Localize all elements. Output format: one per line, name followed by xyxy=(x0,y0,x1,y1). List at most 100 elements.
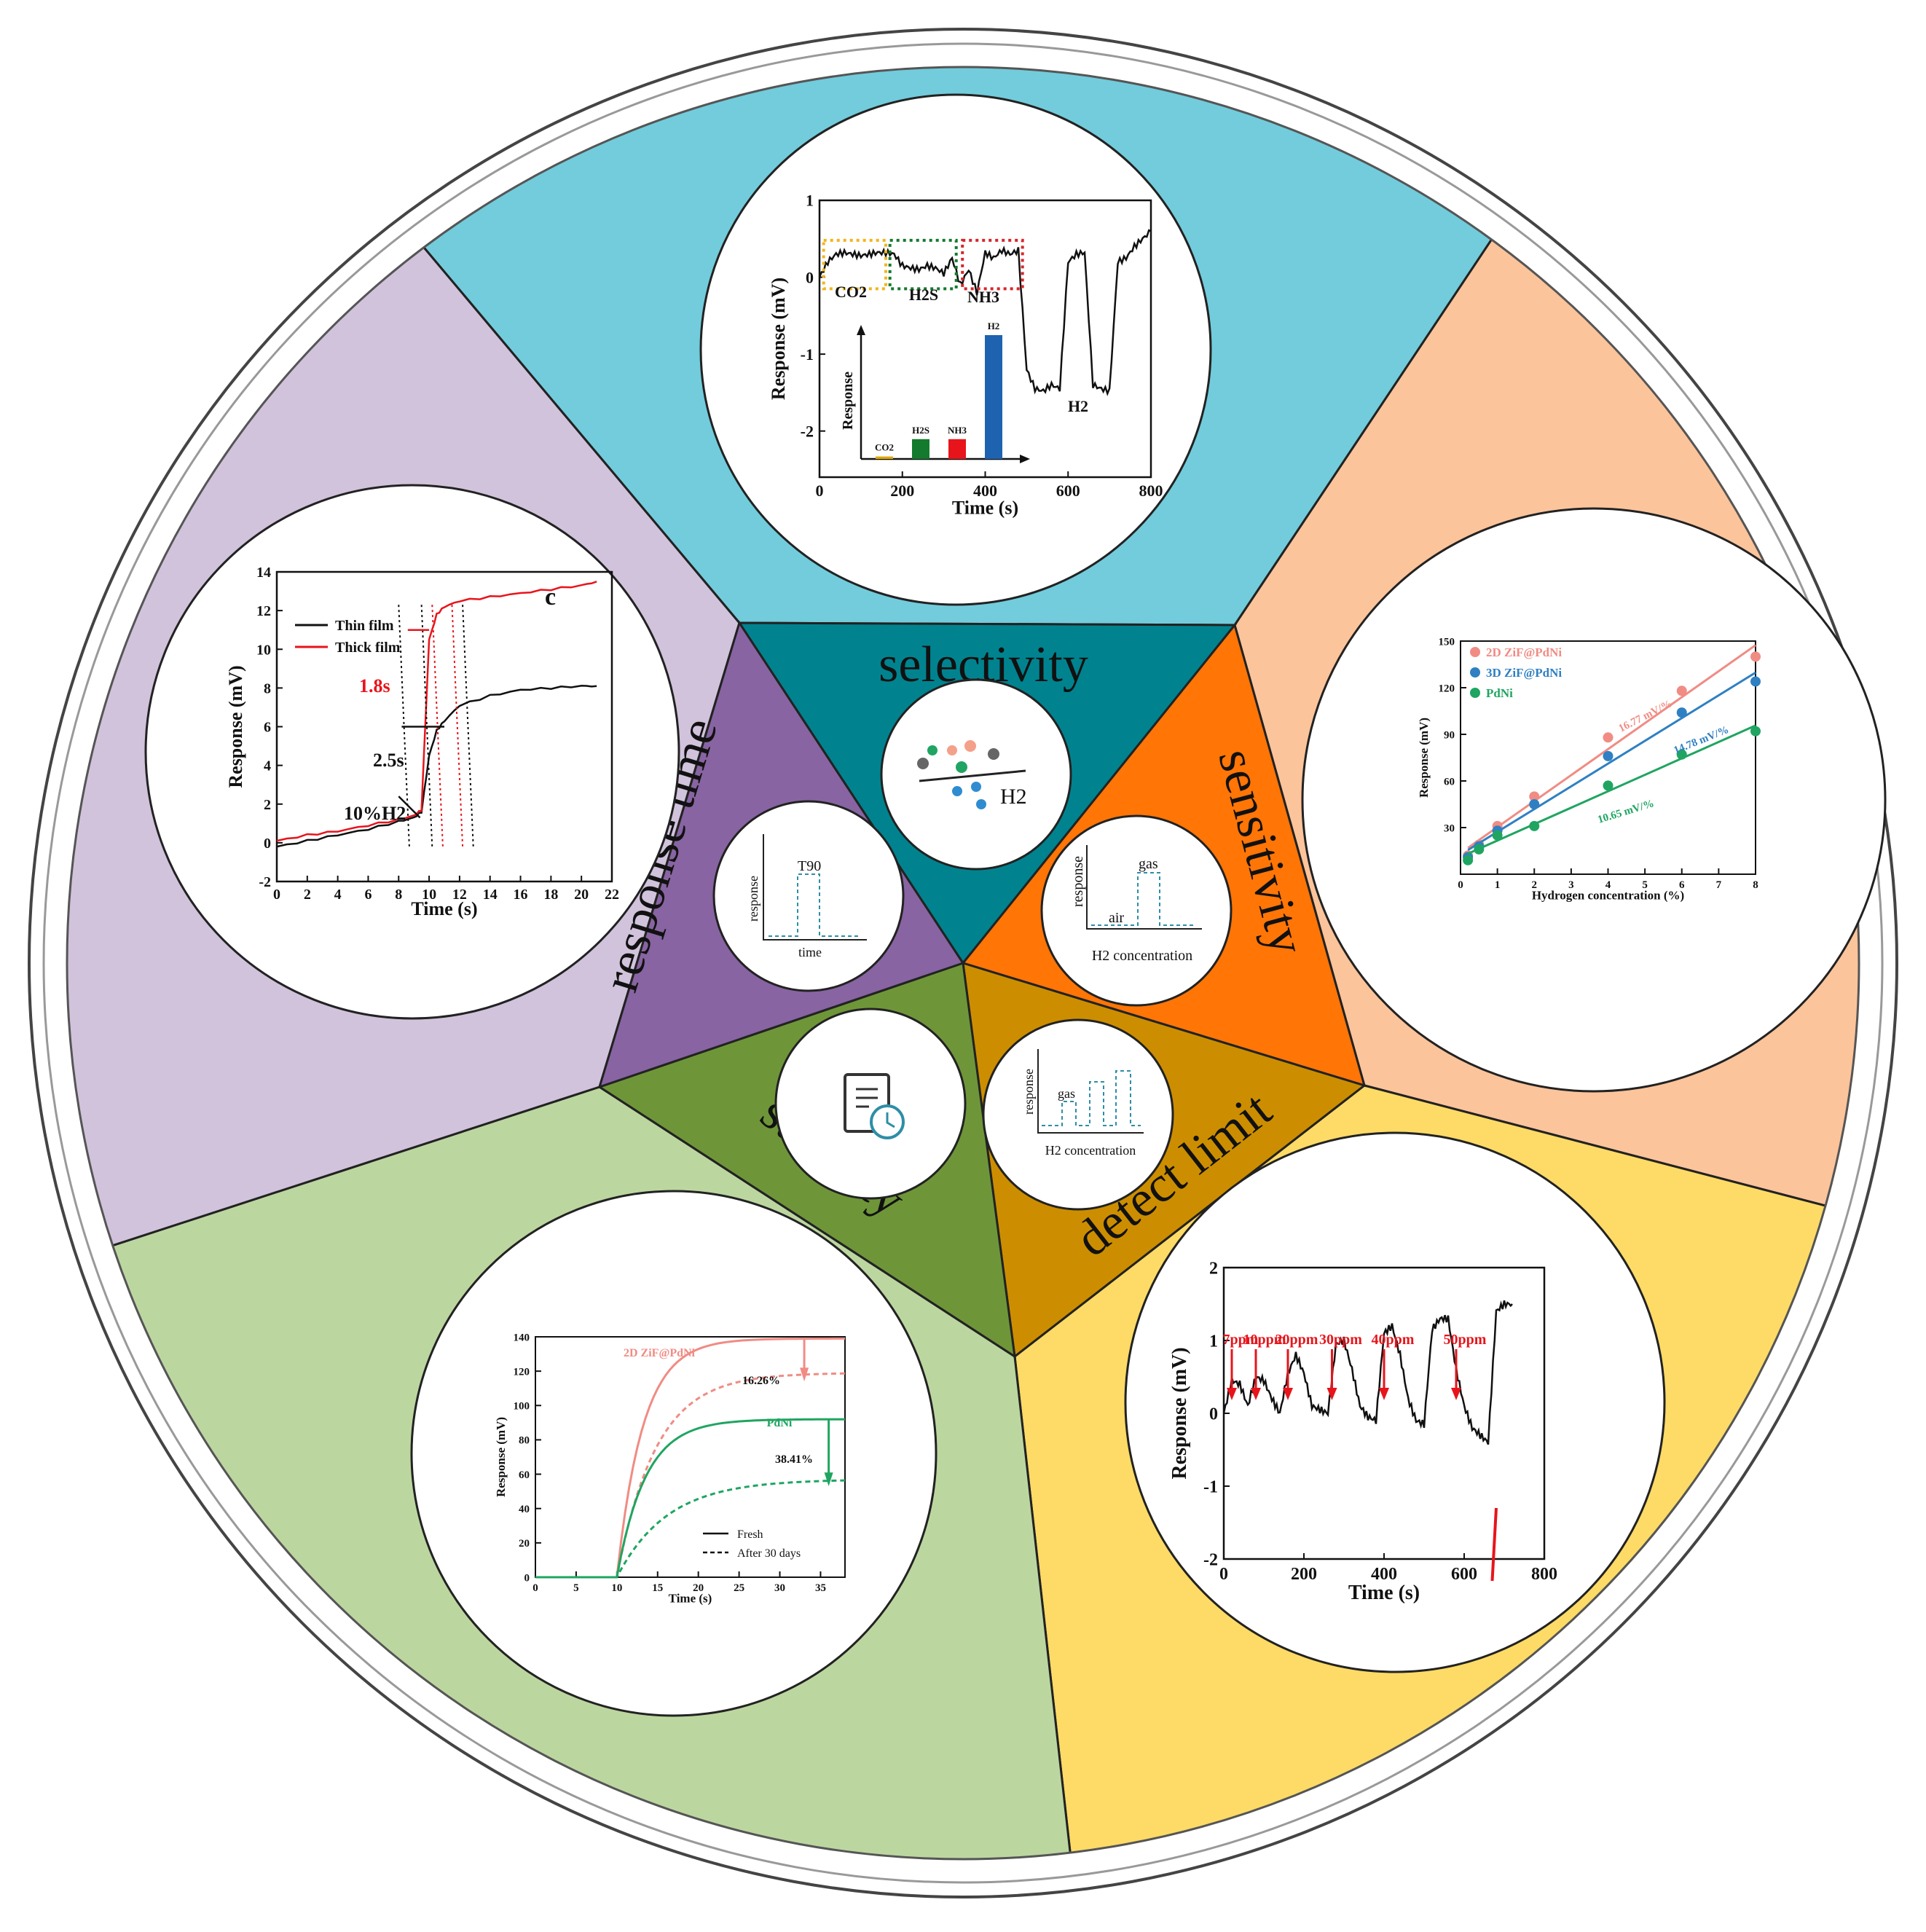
sensitivity-point xyxy=(1676,686,1687,696)
selectivity-inset-bar xyxy=(948,439,966,459)
response-xlabel: Time (s) xyxy=(411,898,477,919)
sensitivity-point xyxy=(1750,651,1761,662)
stability-ytick: 40 xyxy=(519,1504,530,1515)
selectivity-ytick: -1 xyxy=(801,345,814,364)
detect-ylabel: Response (mV) xyxy=(1168,1347,1191,1479)
selectivity-ytick: -2 xyxy=(801,422,814,440)
selectivity-inset-bar xyxy=(876,456,893,459)
sensitivity-point xyxy=(1603,750,1613,761)
detect-annotation: 20ppm xyxy=(1276,1332,1318,1348)
detect-line xyxy=(1222,1300,1513,1445)
icon-stability xyxy=(774,1008,967,1200)
response-annotation: 10%H2 xyxy=(344,803,406,824)
response-xtick: 0 xyxy=(273,887,280,903)
selectivity-xlabel: Time (s) xyxy=(952,498,1018,519)
icon-detect-limit: response gas H2 concentration xyxy=(982,1018,1174,1211)
selectivity-inset-bar-label: H2 xyxy=(988,321,1000,331)
sensitivity-point xyxy=(1492,830,1503,841)
stability-xlabel: Time (s) xyxy=(669,1592,712,1606)
icon-response-ylabel: response xyxy=(746,876,760,922)
icon-response-xlabel: time xyxy=(798,945,822,959)
sensitivity-xtick: 2 xyxy=(1532,879,1538,891)
sensitivity-point xyxy=(1676,749,1687,760)
sensitivity-point xyxy=(1474,844,1485,855)
sensitivity-xtick: 5 xyxy=(1642,879,1648,891)
stability-ytick: 120 xyxy=(514,1366,530,1378)
stability-xtick: 0 xyxy=(532,1582,538,1594)
stability-xtick: 5 xyxy=(573,1582,579,1594)
stability-curve xyxy=(535,1372,846,1579)
sensitivity-xtick: 0 xyxy=(1458,879,1463,891)
stability-annotation: 2D ZiF@PdNi xyxy=(624,1347,696,1359)
response-ytick: 14 xyxy=(256,565,271,581)
response-xtick: 12 xyxy=(452,887,467,903)
sensitivity-xtick: 8 xyxy=(1753,879,1758,891)
stability-xtick: 15 xyxy=(652,1582,663,1594)
sensitivity-point xyxy=(1529,791,1540,802)
sensitivity-ytick: 90 xyxy=(1444,729,1455,741)
circle-stability xyxy=(410,1190,938,1717)
icon-detect-xlabel: H2 concentration xyxy=(1045,1143,1136,1158)
selectivity-inset-bar-label: H2S xyxy=(912,425,929,436)
response-annotation: 1.8s xyxy=(359,675,390,696)
sensitivity-xtick: 6 xyxy=(1679,879,1685,891)
stability-legend: Fresh xyxy=(737,1528,763,1541)
response-panel-letter: c xyxy=(545,584,556,610)
sensitivity-xtick: 7 xyxy=(1716,879,1722,891)
response-line xyxy=(276,685,597,848)
stability-xtick: 10 xyxy=(611,1582,622,1594)
stability-ytick: 100 xyxy=(514,1401,530,1413)
response-legend: Thin film xyxy=(335,618,394,634)
icon-sensitivity-ylabel: response xyxy=(1070,856,1086,907)
stability-xtick: 30 xyxy=(774,1582,785,1594)
response-ytick: 6 xyxy=(264,720,271,736)
response-xtick: 4 xyxy=(334,887,342,903)
selectivity-xtick: 600 xyxy=(1056,482,1080,500)
circle-sensitivity xyxy=(1301,507,1887,1093)
icon-selectivity-gas: H2 xyxy=(1000,785,1027,809)
icon-sensitivity-xlabel: H2 concentration xyxy=(1092,948,1192,964)
response-ytick: 12 xyxy=(256,603,271,619)
icon-sensitivity: response gas air H2 concentration xyxy=(1040,814,1233,1007)
response-annotation: 2.5s xyxy=(373,750,404,771)
response-ylabel: Response (mV) xyxy=(225,665,246,788)
icon-response-peak: T90 xyxy=(798,858,821,874)
response-ytick: 8 xyxy=(264,680,271,696)
selectivity-ytick: 1 xyxy=(806,192,814,210)
sensitivity-point xyxy=(1463,855,1474,865)
stability-xtick: 25 xyxy=(734,1582,744,1594)
sensitivity-fit-line xyxy=(1467,644,1756,849)
sensitivity-fit-line xyxy=(1467,672,1756,852)
stability-annotation: 38.41% xyxy=(775,1453,813,1466)
detect-annotation: 40ppm xyxy=(1372,1332,1415,1348)
stability-annotation: 16.26% xyxy=(742,1375,780,1387)
selectivity-annotation: NH3 xyxy=(967,288,999,306)
selectivity-inset-bar xyxy=(912,439,929,459)
response-ytick: 2 xyxy=(264,797,271,813)
detect-annotation: 30ppm xyxy=(1319,1332,1362,1348)
selectivity-annotation: H2 xyxy=(1068,397,1088,415)
stability-frame xyxy=(535,1336,846,1578)
sensitivity-point xyxy=(1676,707,1687,718)
response-xtick: 14 xyxy=(483,887,498,903)
response-xtick: 18 xyxy=(543,887,558,903)
stability-xtick: 35 xyxy=(815,1582,826,1594)
sensitivity-xlabel: Hydrogen concentration (%) xyxy=(1532,889,1684,903)
detect-ytick: 0 xyxy=(1209,1405,1218,1424)
selectivity-gas-box xyxy=(961,238,1024,291)
detect-xtick: 0 xyxy=(1219,1565,1228,1584)
sensitivity-point xyxy=(1529,799,1540,809)
stability-annotation: PdNi xyxy=(767,1417,793,1429)
selectivity-inset-bar xyxy=(985,335,1002,459)
selectivity-annotation: H2S xyxy=(909,286,938,304)
detect-ytick: 1 xyxy=(1209,1332,1218,1351)
selectivity-ytick: 0 xyxy=(806,268,814,286)
selectivity-gas-box xyxy=(888,238,958,291)
icon-sensitivity-peak: gas xyxy=(1139,856,1158,872)
selectivity-inset-bar-label: NH3 xyxy=(948,425,967,436)
selectivity-gas-box xyxy=(822,238,887,291)
